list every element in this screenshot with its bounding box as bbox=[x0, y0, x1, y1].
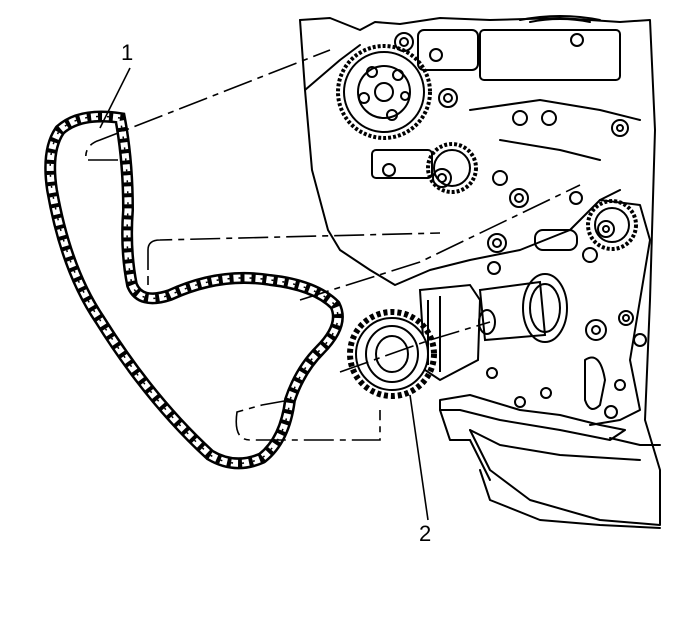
leader-lines bbox=[99, 67, 429, 521]
callout-label-timing-chain: 1 bbox=[121, 40, 134, 65]
timing-chain bbox=[44, 110, 344, 470]
leader-line-2 bbox=[409, 394, 429, 521]
alignment-phantom-lines bbox=[84, 49, 581, 441]
tensioner-sprocket bbox=[586, 199, 638, 251]
idler-sprocket bbox=[426, 142, 478, 194]
callout-label-crankshaft-sprocket: 2 bbox=[419, 521, 432, 546]
leader-line-1 bbox=[99, 67, 131, 129]
camshaft-sprocket bbox=[336, 44, 432, 140]
engine-block bbox=[299, 15, 661, 529]
crankshaft-nose bbox=[418, 273, 568, 382]
